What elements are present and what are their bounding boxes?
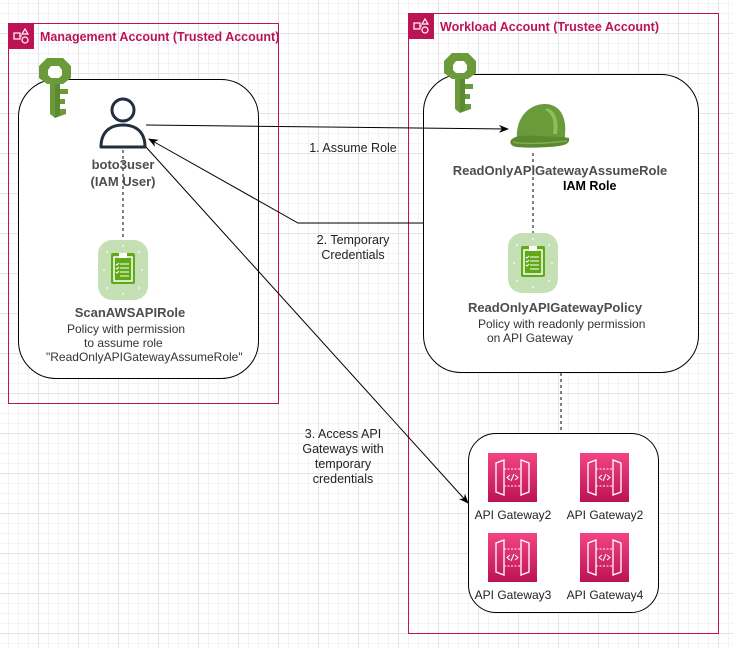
edge-label-line: Credentials [321, 248, 385, 262]
edge-label-line: temporary [314, 457, 372, 471]
edge-label-line: 1. Assume Role [309, 141, 397, 155]
workload-policy-name: ReadOnlyAPIGatewayPolicy [467, 300, 643, 315]
edge-label-assume-role: 1. Assume Role [293, 141, 413, 156]
iam-user-type: (IAM User) [90, 174, 156, 189]
api-gateway-label: API Gateway3 [474, 588, 552, 602]
iam-user-icon[interactable] [99, 97, 147, 150]
iam-role-name: ReadOnlyAPIGatewayAssumeRole [452, 163, 668, 178]
iam-role-helmet-icon[interactable] [509, 100, 571, 153]
iam-key-icon [38, 58, 72, 118]
api-gateway-label: API Gateway2 [566, 508, 644, 522]
iam-user-label: boto3user (IAM User) [63, 156, 183, 190]
edge-label-access-api: 3. Access API Gateways with temporary cr… [283, 427, 403, 487]
api-gateway-item[interactable]: API Gateway2 [463, 453, 563, 525]
aws-account-icon [9, 24, 34, 49]
management-policy-desc-1: Policy with permission [67, 322, 186, 336]
api-gateway-item[interactable]: API Gateway4 [555, 533, 655, 605]
iam-user-name: boto3user [91, 157, 155, 172]
management-account-title: Management Account (Trusted Account) [40, 30, 280, 44]
api-gateway-label: API Gateway2 [474, 508, 552, 522]
workload-account-title: Workload Account (Trustee Account) [440, 20, 660, 34]
api-gateway-icon [580, 453, 629, 502]
edge-label-line: credentials [312, 472, 374, 486]
edge-label-line: 2. Temporary [316, 233, 390, 247]
edge-label-line: 3. Access API [304, 427, 382, 441]
edge-label-line: Gateways with [302, 442, 384, 456]
aws-account-icon [409, 14, 434, 39]
workload-policy-desc-1: Policy with readonly permission [478, 317, 646, 331]
management-policy-desc-3: "ReadOnlyAPIGatewayAssumeRole" [46, 350, 243, 364]
api-gateway-icon [488, 453, 537, 502]
api-gateway-item[interactable]: API Gateway3 [463, 533, 563, 605]
iam-policy-icon[interactable] [98, 240, 148, 300]
iam-policy-icon[interactable] [508, 233, 558, 293]
edge-label-temporary-credentials: 2. Temporary Credentials [293, 233, 413, 263]
management-policy-desc-2: to assume role [84, 336, 163, 350]
management-policy-name: ScanAWSAPIRole [74, 305, 186, 320]
api-gateway-item[interactable]: API Gateway2 [555, 453, 655, 525]
management-account-group[interactable]: Management Account (Trusted Account) [8, 23, 279, 404]
api-gateway-label: API Gateway4 [566, 588, 644, 602]
iam-role-type: IAM Role [563, 179, 617, 193]
iam-key-icon [443, 53, 477, 113]
workload-policy-desc-2: on API Gateway [487, 331, 574, 345]
api-gateway-icon [580, 533, 629, 582]
api-gateway-icon [488, 533, 537, 582]
